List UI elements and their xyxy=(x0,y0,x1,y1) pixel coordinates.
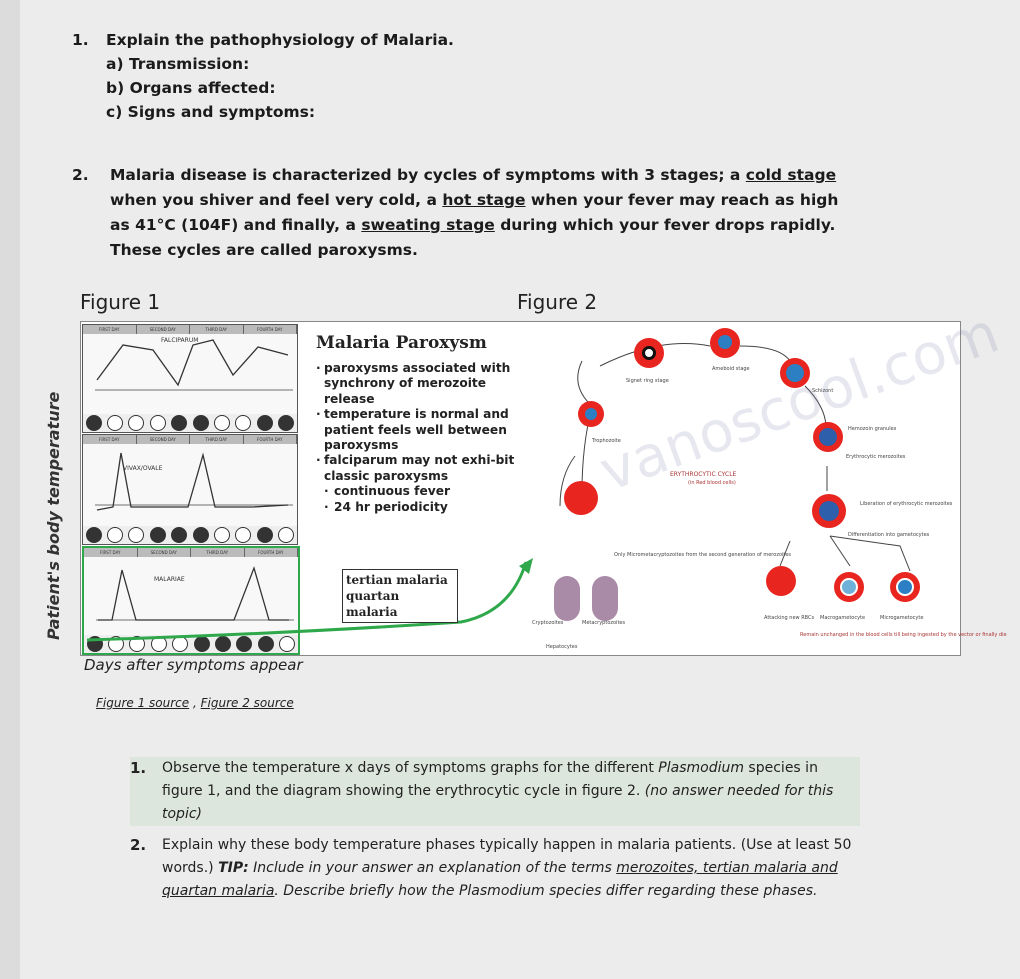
amoeboid-cell xyxy=(710,328,740,358)
signet-label: Signet ring stage xyxy=(626,378,669,384)
cryptozoites-label: Cryptozoites xyxy=(532,620,564,626)
metacryptozoites-label: Metacryptozoites xyxy=(582,620,626,626)
figure-sources: Figure 1 source , Figure 2 source xyxy=(96,696,294,710)
malariae-curve xyxy=(96,565,294,621)
hepatocyte-metacryptozoites xyxy=(592,576,618,621)
task-2-terms: merozoites, tertian malaria and quartan … xyxy=(162,860,838,899)
question-1-title: Explain the pathophysiology of Malaria. xyxy=(106,31,454,49)
figure-2-source-link[interactable]: Figure 2 source xyxy=(200,696,294,710)
paroxysm-bullet: paroxysms associated with synchrony of m… xyxy=(316,361,516,407)
question-2: 2. Malaria disease is characterized by c… xyxy=(72,163,852,263)
task-list: 1. Observe the temperature x days of sym… xyxy=(130,757,860,903)
tertian-label: tertian malaria xyxy=(346,573,448,587)
falciparum-curve xyxy=(95,339,293,391)
paroxysm-bullet: temperature is normal and patient feels … xyxy=(316,407,516,453)
trophozoite-label: Trophozoite xyxy=(592,438,621,444)
cycle-center-label: ERYTHROCYTIC CYCLE xyxy=(670,471,737,478)
figure-1-label: Figure 1 xyxy=(80,290,161,314)
schizont-label: Schizont xyxy=(812,388,834,394)
parasite-stage-dots xyxy=(83,526,297,544)
erythrocytic-merozoites-label: Erythrocytic merozoites xyxy=(846,454,906,460)
question-2-number: 2. xyxy=(72,166,89,184)
sweating-stage-term: sweating stage xyxy=(361,216,495,234)
liberation-label: Liberation of erythrocytic merozoites xyxy=(860,501,953,507)
hemozoin-cell xyxy=(813,422,843,452)
attacking-label: Attacking new RBCs xyxy=(764,615,815,621)
question-2-text: Malaria disease is characterized by cycl… xyxy=(110,166,839,259)
panel-label: FALCIPARUM xyxy=(161,337,199,344)
question-1b: b) Organs affected: xyxy=(106,79,276,97)
trophozoite-cell xyxy=(578,401,604,427)
figure-2-label: Figure 2 xyxy=(517,290,598,314)
erythrocytic-cycle-diagram: Ameboid stage Signet ring stage Schizont… xyxy=(530,326,1007,654)
paroxysm-subbullet: continuous fever xyxy=(316,484,516,500)
paroxysm-subbullet: 24 hr periodicity xyxy=(316,500,516,516)
paroxysm-title: Malaria Paroxysm xyxy=(316,333,487,353)
panel-label: MALARIAE xyxy=(154,576,185,583)
task-2: 2. Explain why these body temperature ph… xyxy=(130,836,852,899)
macrogametocyte-cell xyxy=(834,572,864,602)
paroxysm-bullet: falciparum may not exhi-bit classic paro… xyxy=(316,453,516,484)
panel-label: VIVAX/OVALE xyxy=(123,465,163,472)
differentiation-label: Differentiation into gametocytes xyxy=(848,532,930,538)
task-2-number: 2. xyxy=(130,836,147,854)
task-1: 1. Observe the temperature x days of sym… xyxy=(130,757,860,826)
question-1-number: 1. xyxy=(72,31,89,49)
merozoite-invading-cell xyxy=(564,481,598,515)
x-axis-label: Days after symptoms appear xyxy=(84,656,303,674)
hemozoin-label: Hemozoin granules xyxy=(848,426,897,432)
figure-1-source-link[interactable]: Figure 1 source xyxy=(96,696,190,710)
quartan-label: quartan malaria xyxy=(346,589,400,619)
green-arrow xyxy=(86,558,533,642)
hepatocyte-cryptozoites xyxy=(554,576,580,621)
amoeboid-label: Ameboid stage xyxy=(712,366,750,372)
parasite-stage-dots xyxy=(83,414,297,432)
microgametocyte-label: Microgametocyte xyxy=(880,615,924,621)
cycle-center-sublabel: (in Red blood cells) xyxy=(688,480,736,486)
question-1c: c) Signs and symptoms: xyxy=(106,103,316,121)
y-axis-label: Patient's body temperature xyxy=(44,391,63,640)
erythrocytic-merozoites-cell xyxy=(812,494,846,528)
microgametocyte-cell xyxy=(890,572,920,602)
malaria-types-box: tertian malaria quartan malaria xyxy=(342,569,458,623)
malaria-paroxysm-box: Malaria Paroxysm paroxysms associated wi… xyxy=(316,333,516,515)
task-1-note: (no answer needed for this topic) xyxy=(162,783,834,822)
hot-stage-term: hot stage xyxy=(442,191,526,209)
signet-ring-cell xyxy=(634,338,664,368)
task-1-number: 1. xyxy=(130,759,147,777)
hepatocytes-label: Hepatocytes xyxy=(546,644,578,650)
schizont-cell xyxy=(780,358,810,388)
question-1a: a) Transmission: xyxy=(106,55,250,73)
question-1: 1. Explain the pathophysiology of Malari… xyxy=(72,28,572,124)
remain-unchanged-label: Remain unchanged in the blood cells till… xyxy=(800,632,1007,638)
vivax-curve xyxy=(95,452,293,511)
new-rbc-cell xyxy=(766,566,796,596)
cold-stage-term: cold stage xyxy=(745,166,837,184)
micrometacryptozoites-label: Only Micrometacryptozoites from the seco… xyxy=(614,552,792,558)
macrogametocyte-label: Macrogametocyte xyxy=(820,615,866,621)
